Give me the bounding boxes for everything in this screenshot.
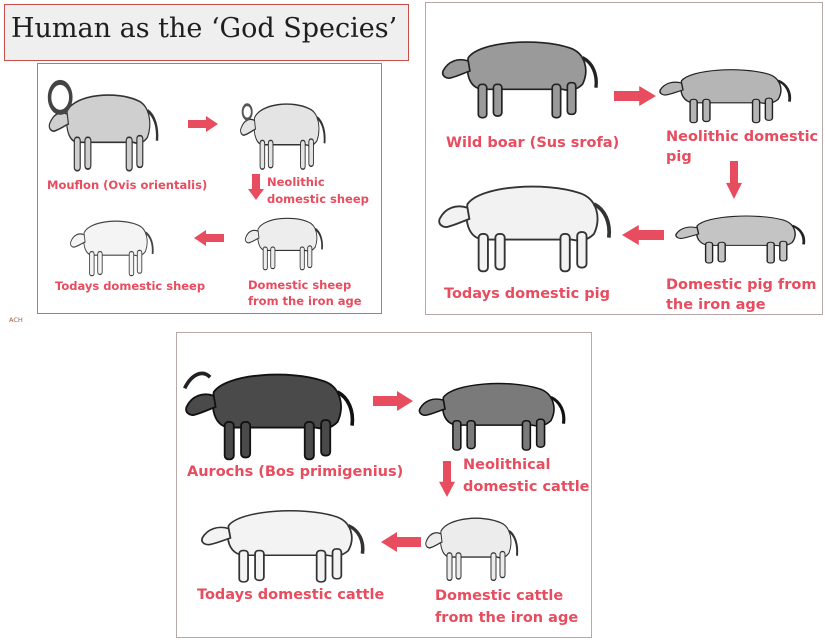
neolithic-pig-illustration: [656, 55, 798, 125]
mouflon-illustration: [46, 74, 164, 174]
iron-age-sheep-label-line2: from the iron age: [248, 295, 362, 309]
credit-text: ACH: [9, 316, 23, 324]
arrow-down-icon: [726, 161, 742, 199]
todays-pig-illustration: [434, 163, 620, 275]
arrow-right-icon: [614, 86, 656, 106]
arrow-right-icon: [188, 116, 218, 132]
neolithic-pig-label-line2: pig: [666, 149, 692, 166]
iron-age-cattle-label-line2: from the iron age: [435, 610, 578, 627]
neolithic-pig-label-line1: Neolithic domestic: [666, 129, 818, 146]
wild-boar-label: Wild boar (Sus srofa): [446, 135, 619, 152]
arrow-left-icon: [194, 230, 224, 246]
arrow-down-icon: [248, 174, 264, 200]
arrow-left-icon: [381, 532, 421, 552]
neolithic-sheep-label-line1: Neolithic: [267, 176, 325, 190]
cattle-domestication-panel: Aurochs (Bos primigenius) Neolithical do…: [176, 332, 592, 638]
iron-age-pig-label-line2: the iron age: [666, 297, 766, 314]
mouflon-label: Mouflon (Ovis orientalis): [47, 179, 207, 193]
iron-age-pig-illustration: [672, 203, 812, 265]
wild-boar-illustration: [438, 21, 606, 121]
iron-age-sheep-illustration: [243, 204, 327, 272]
todays-cattle-label: Todays domestic cattle: [197, 587, 384, 604]
page-title: Human as the ‘God Species’: [11, 13, 397, 44]
iron-age-cattle-label-line1: Domestic cattle: [435, 588, 563, 605]
todays-sheep-illustration: [68, 206, 158, 278]
todays-sheep-label: Todays domestic sheep: [55, 280, 205, 294]
iron-age-cattle-illustration: [423, 501, 523, 583]
todays-pig-label: Todays domestic pig: [444, 286, 610, 303]
todays-cattle-illustration: [197, 491, 373, 585]
aurochs-label: Aurochs (Bos primigenius): [187, 464, 403, 481]
iron-age-pig-label-line1: Domestic pig from: [666, 277, 816, 294]
neolithic-cattle-illustration: [415, 365, 573, 453]
arrow-down-icon: [439, 461, 455, 497]
aurochs-illustration: [181, 351, 363, 463]
pig-domestication-panel: Wild boar (Sus srofa) Neolithic domestic…: [425, 2, 823, 315]
neolithic-cattle-label-line1: Neolithical: [463, 457, 550, 474]
title-box: Human as the ‘God Species’: [4, 4, 409, 61]
neolithic-cattle-label-line2: domestic cattle: [463, 479, 590, 496]
neolithic-sheep-illustration: [238, 86, 330, 172]
sheep-domestication-panel: Mouflon (Ovis orientalis) Neolithic dome…: [37, 63, 382, 314]
arrow-right-icon: [373, 391, 413, 411]
neolithic-sheep-label-line2: domestic sheep: [267, 193, 369, 207]
iron-age-sheep-label-line1: Domestic sheep: [248, 279, 351, 293]
arrow-left-icon: [622, 225, 664, 245]
